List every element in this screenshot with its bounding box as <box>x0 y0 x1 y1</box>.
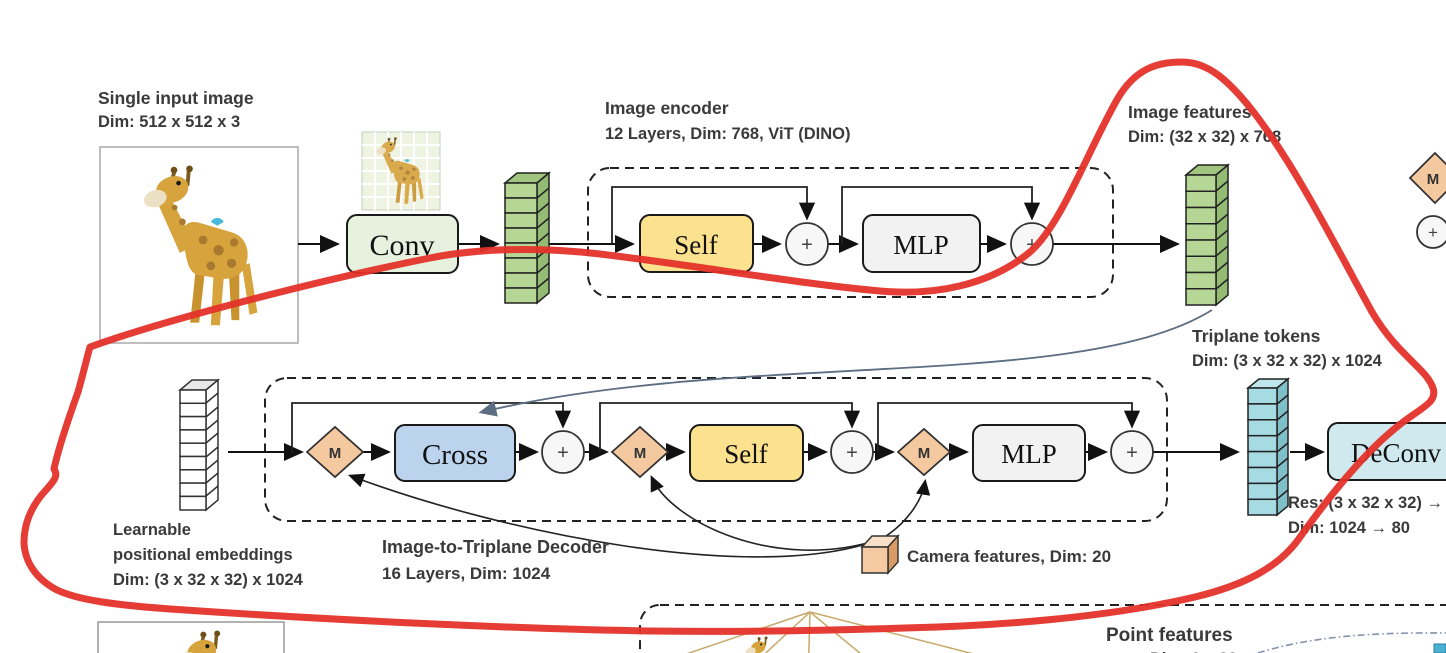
add-label: + <box>801 234 813 256</box>
triplane-tokens-column <box>1245 377 1291 517</box>
encoder-self-attention-block: Self <box>639 214 754 273</box>
deconv-dim-label: Dim: 1024 → 80 <box>1288 519 1410 537</box>
input-dim: Dim: 512 x 512 x 3 <box>98 113 240 131</box>
cross-label: Cross <box>422 439 488 471</box>
nerf-arc-dashdot <box>1257 632 1446 653</box>
learnable-line1: Learnable <box>113 521 191 539</box>
image-features-to-cross-arrow <box>478 309 1213 417</box>
plane-feature-square <box>1433 643 1446 653</box>
modulation-diamonds: M M M M <box>305 151 1446 479</box>
red-annotation-loop <box>20 58 1438 635</box>
add-label: + <box>1126 442 1138 464</box>
triplane-title: Triplane tokens <box>1192 326 1321 346</box>
learnable-line3: Dim: (3 x 32 x 32) x 1024 <box>113 571 304 589</box>
decoder-skip-connections <box>291 402 1141 452</box>
modulation-label: M <box>918 445 931 462</box>
point-features-dim: Dim: 3 x 80 <box>1150 650 1237 653</box>
add-label: + <box>1428 223 1438 242</box>
decoder-title: Image-to-Triplane Decoder <box>382 537 609 557</box>
encoder-skip-connections <box>611 186 1041 244</box>
image-features-column <box>1183 163 1231 307</box>
cross-attention-block: Cross <box>394 424 516 482</box>
image-features-title: Image features <box>1128 102 1252 122</box>
bottom-renderer-box <box>639 604 1446 653</box>
decoder-dim: 16 Layers, Dim: 1024 <box>382 564 551 583</box>
mlp-label: MLP <box>893 230 949 260</box>
add-label: + <box>557 442 569 464</box>
camera-features-cube <box>860 534 900 575</box>
camera-frustum-lines <box>686 611 973 653</box>
image-encoder-box <box>587 167 1114 298</box>
encoder-title: Image encoder <box>605 98 729 118</box>
add-circles: + + + + + + <box>541 215 1446 474</box>
giraffe-render-thumb <box>743 636 798 653</box>
self-label: Self <box>724 439 768 469</box>
add-label: + <box>1026 234 1038 256</box>
camera-features-label: Camera features, Dim: 20 <box>907 547 1111 566</box>
encoder-mlp-block: MLP <box>862 214 981 273</box>
add-label: + <box>846 442 858 464</box>
input-title: Single input image <box>98 88 254 108</box>
decoder-self-attention-block: Self <box>689 424 804 482</box>
triplane-dim: Dim: (3 x 32 x 32) x 1024 <box>1192 352 1383 370</box>
triplane-decoder-box <box>264 377 1168 522</box>
deconv-res-label: Res: (3 x 32 x 32) → <box>1288 494 1443 512</box>
image-features-dim: Dim: (32 x 32) x 768 <box>1128 128 1281 146</box>
encoder-dim: 12 Layers, Dim: 768, ViT (DINO) <box>605 125 850 143</box>
self-label: Self <box>674 230 718 260</box>
learnable-line2: positional embeddings <box>113 546 293 564</box>
modulation-label: M <box>1427 171 1440 188</box>
decoder-mlp-block: MLP <box>972 424 1086 482</box>
patch-tokens-column <box>502 171 552 305</box>
modulation-label: M <box>634 445 647 462</box>
mlp-label: MLP <box>1001 439 1057 469</box>
patch-grid-thumbnail <box>361 131 441 211</box>
positional-embeddings-column <box>177 378 221 512</box>
modulation-label: M <box>329 445 342 462</box>
bottom-input-image-box <box>97 621 285 653</box>
point-features-title: Point features <box>1106 625 1233 646</box>
